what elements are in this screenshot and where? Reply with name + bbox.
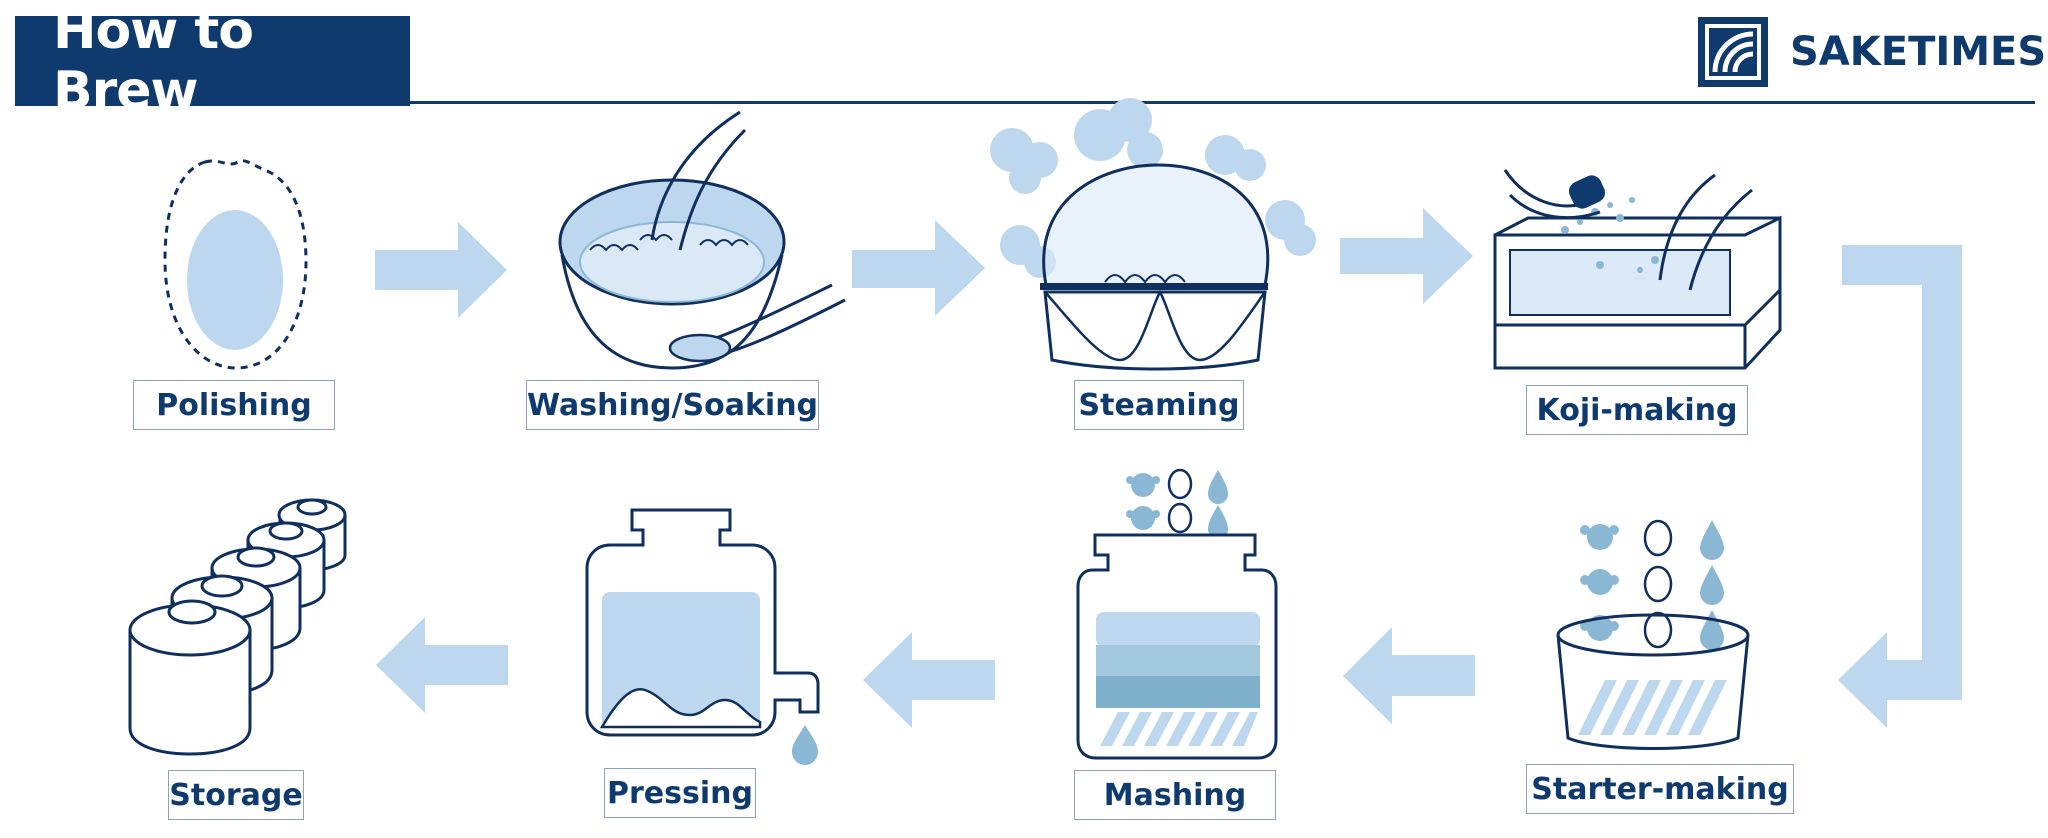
arrow-left-icon <box>1343 627 1475 724</box>
starter-tub-icon <box>1556 519 1750 750</box>
koji-tray-icon <box>1493 169 1782 370</box>
brand-logo: SAKETIMES <box>1698 16 2046 88</box>
step-label-steaming: Steaming <box>1074 380 1244 430</box>
step-label-polishing: Polishing <box>133 380 335 430</box>
arrow-left-icon <box>863 632 995 728</box>
arrow-corner-icon <box>1838 245 1962 728</box>
arrow-left-icon <box>376 617 508 713</box>
arrow-right-icon <box>375 222 507 318</box>
step-label-starter-making: Starter-making <box>1526 764 1794 814</box>
step-label-koji-making: Koji-making <box>1526 385 1748 435</box>
step-label-mashing: Mashing <box>1074 770 1276 820</box>
steaming-pot-icon <box>990 98 1316 371</box>
step-label-storage: Storage <box>168 770 304 820</box>
rice-grain-icon <box>163 159 308 370</box>
step-label-pressing: Pressing <box>604 768 756 818</box>
brand-name: SAKETIMES <box>1790 29 2047 75</box>
arrow-right-icon <box>1340 208 1473 304</box>
saketimes-logo-icon <box>1698 17 1768 87</box>
step-label-washing-soaking: Washing/Soaking <box>526 380 819 430</box>
header-divider <box>410 101 2035 104</box>
washing-bowl-icon <box>558 110 846 370</box>
mashing-tank-icon <box>1076 468 1278 760</box>
storage-tanks-icon <box>128 498 347 756</box>
pressing-tank-icon <box>585 508 820 765</box>
arrow-right-icon <box>852 220 985 316</box>
